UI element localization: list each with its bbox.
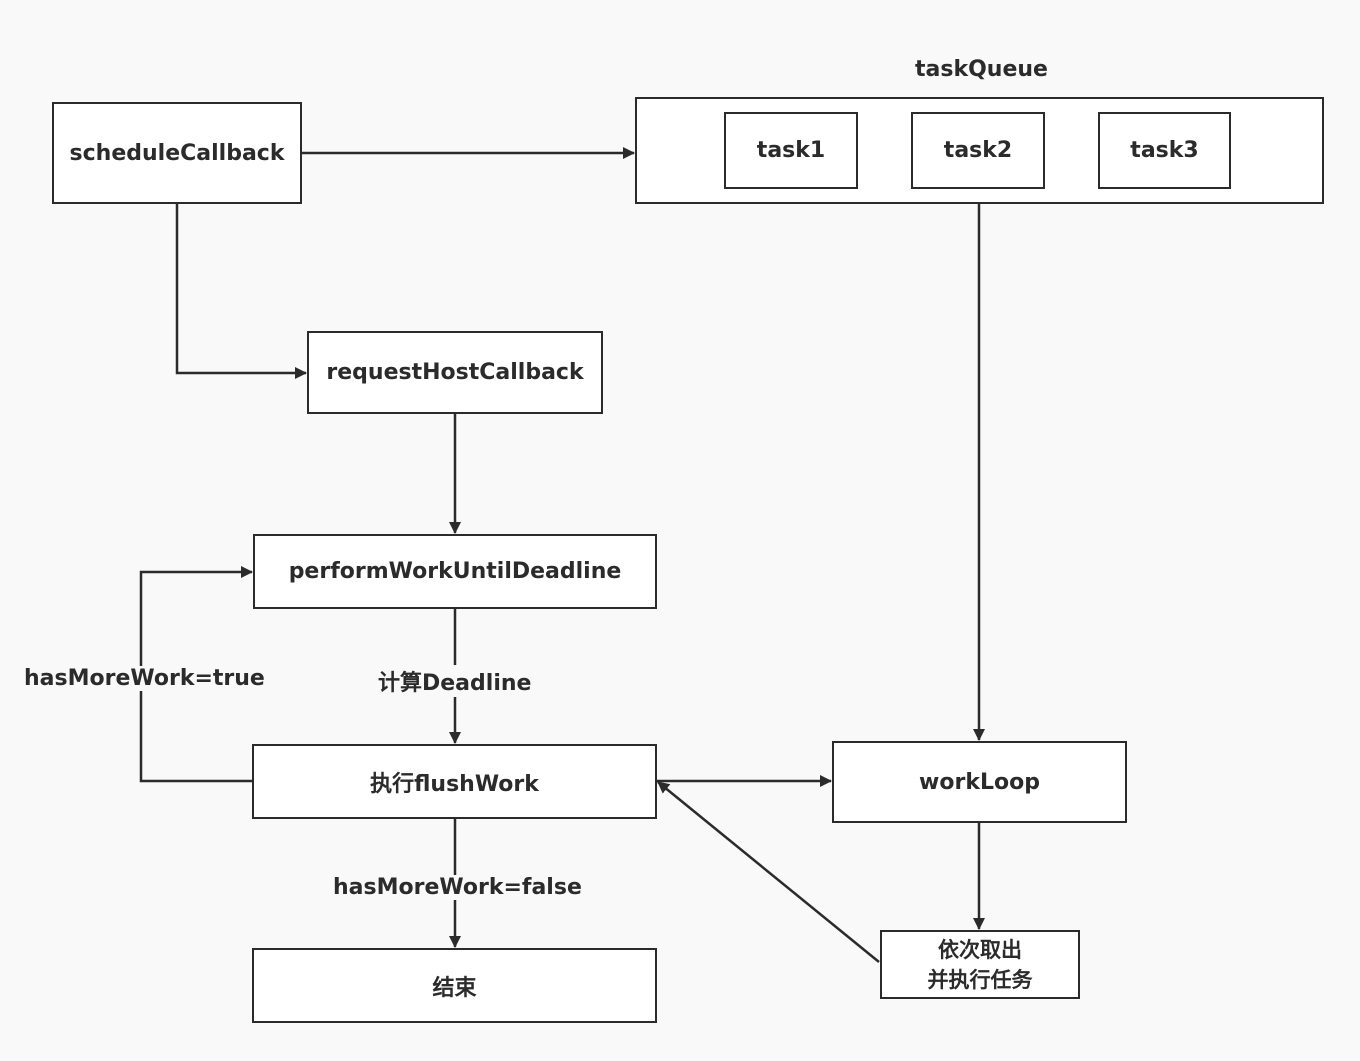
work-loop-label: workLoop — [919, 769, 1040, 795]
take-tasks-line1: 依次取出 — [938, 937, 1022, 962]
request-host-callback-label: requestHostCallback — [326, 360, 584, 385]
end-node: 结束 — [252, 948, 657, 1023]
flush-work-node: 执行flushWork — [252, 744, 657, 819]
task3-label: task3 — [1130, 138, 1199, 163]
arrow-tasks-to-flush — [657, 781, 880, 963]
arrow-schedule-to-request — [175, 204, 307, 379]
request-host-callback-node: requestHostCallback — [307, 331, 603, 414]
perform-work-until-deadline-node: performWorkUntilDeadline — [253, 534, 657, 609]
task1-node: task1 — [724, 112, 858, 189]
work-loop-node: workLoop — [832, 741, 1127, 823]
take-tasks-line2: 并执行任务 — [927, 967, 1033, 992]
task1-label: task1 — [756, 138, 826, 163]
flush-work-label: 执行flushWork — [370, 771, 539, 797]
has-more-work-false-label: hasMoreWork=false — [331, 875, 584, 900]
compute-deadline-label: 计算Deadline — [376, 665, 534, 697]
task2-node: task2 — [911, 112, 1045, 189]
schedule-callback-node: scheduleCallback — [52, 102, 302, 204]
take-tasks-node: 依次取出 并执行任务 — [880, 930, 1080, 999]
task3-node: task3 — [1098, 112, 1231, 189]
has-more-work-true-label: hasMoreWork=true — [22, 666, 267, 691]
end-label: 结束 — [432, 975, 477, 1001]
task2-label: task2 — [943, 138, 1013, 163]
schedule-callback-label: scheduleCallback — [69, 140, 285, 166]
perform-work-until-deadline-label: performWorkUntilDeadline — [288, 559, 622, 584]
task-queue-title: taskQueue — [915, 57, 1048, 82]
